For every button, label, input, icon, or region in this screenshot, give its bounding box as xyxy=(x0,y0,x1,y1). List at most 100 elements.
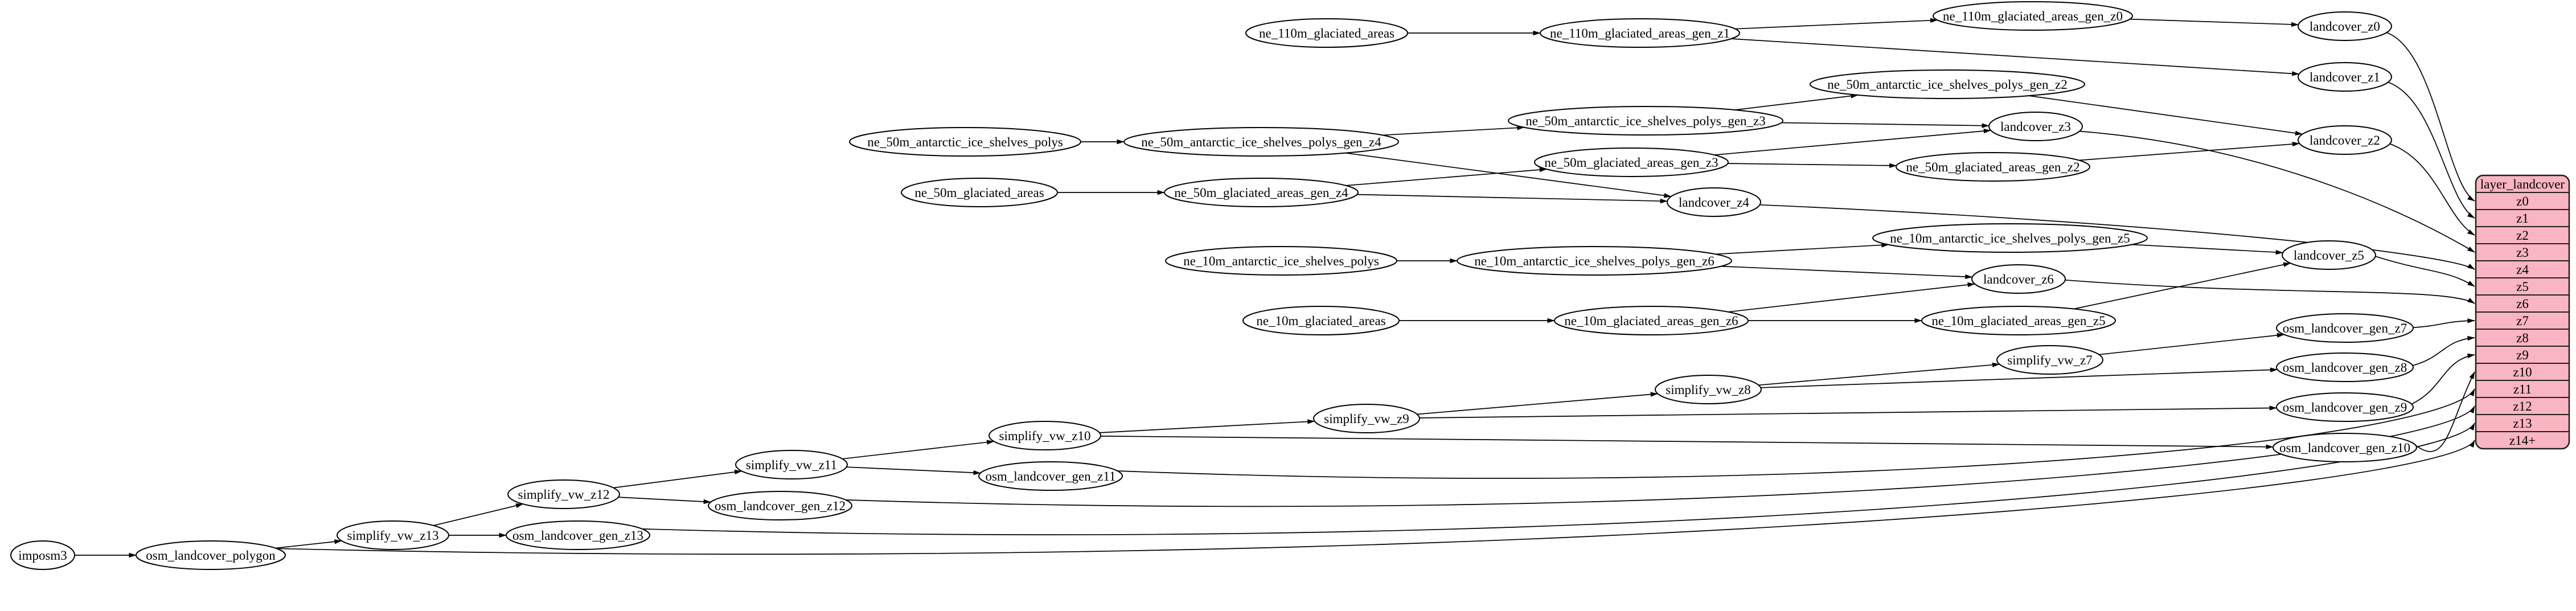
node-label: osm_landcover_polygon xyxy=(146,548,276,563)
node-ne_50m_glaciated_areas_gen_z2: ne_50m_glaciated_areas_gen_z2 xyxy=(1896,152,2090,182)
node-ellipse xyxy=(1164,178,1359,207)
node-osm_landcover_gen_z10: osm_landcover_gen_z10 xyxy=(2273,433,2417,462)
node-label: landcover_z0 xyxy=(2310,19,2380,34)
node-ellipse xyxy=(506,520,650,550)
edge-simplify_vw_z12-simplify_vw_z11 xyxy=(613,469,743,489)
table-row-z14+: z14+ xyxy=(2509,433,2536,448)
node-label: landcover_z4 xyxy=(1679,195,1749,210)
node-ne_10m_antarctic_ice_shelves_polys_gen_z6: ne_10m_antarctic_ice_shelves_polys_gen_z… xyxy=(1457,246,1732,276)
node-landcover_z6: landcover_z6 xyxy=(1971,264,2066,294)
table-row-z11: z11 xyxy=(2513,382,2532,396)
edge-landcover_z2-z2 xyxy=(2389,143,2475,236)
node-ellipse xyxy=(1996,345,2103,375)
edge-simplify_vw_z11-simplify_vw_z10 xyxy=(842,440,995,460)
edge-simplify_vw_z10-osm_landcover_gen_z10 xyxy=(1100,436,2274,449)
edge-simplify_vw_z10-simplify_vw_z9 xyxy=(1099,419,1315,433)
node-label: landcover_z2 xyxy=(2310,133,2380,147)
edge-simplify_vw_z8-simplify_vw_z7 xyxy=(1758,362,2000,386)
edge-ne_10m_antarctic_ice_shelves_polys_gen_z6-landcover_z6 xyxy=(1721,265,1973,280)
edge-simplify_vw_z8-osm_landcover_gen_z8 xyxy=(1761,367,2278,388)
node-label: ne_50m_antarctic_ice_shelves_polys_gen_z… xyxy=(1525,114,1766,128)
node-ne_10m_glaciated_areas_gen_z6: ne_10m_glaciated_areas_gen_z6 xyxy=(1554,306,1749,335)
node-simplify_vw_z12: simplify_vw_z12 xyxy=(507,479,620,509)
node-ellipse xyxy=(1921,306,2116,335)
edge-ne_10m_antarctic_ice_shelves_polys_gen_z5-landcover_z5 xyxy=(2132,244,2283,255)
node-ellipse xyxy=(2276,352,2414,382)
node-label: ne_10m_antarctic_ice_shelves_polys xyxy=(1183,254,1379,268)
node-ellipse xyxy=(2276,392,2414,422)
node-label: osm_landcover_gen_z13 xyxy=(512,528,643,543)
edge-simplify_vw_z11-osm_landcover_gen_z11 xyxy=(846,466,981,475)
node-ellipse xyxy=(1540,18,1740,48)
node-label: ne_10m_antarctic_ice_shelves_polys_gen_z… xyxy=(1474,254,1714,268)
node-ellipse xyxy=(1810,69,2085,99)
node-label: ne_110m_glaciated_areas_gen_z1 xyxy=(1550,26,1730,40)
node-ne_110m_glaciated_areas_gen_z1: ne_110m_glaciated_areas_gen_z1 xyxy=(1540,18,1740,48)
edge-ne_10m_antarctic_ice_shelves_polys_gen_z6-ne_10m_antarctic_ice_shelves_polys_gen_z5 xyxy=(1716,243,1889,255)
node-ne_50m_antarctic_ice_shelves_polys_gen_z4: ne_50m_antarctic_ice_shelves_polys_gen_z… xyxy=(1123,127,1399,157)
node-ne_50m_antarctic_ice_shelves_polys_gen_z2: ne_50m_antarctic_ice_shelves_polys_gen_z… xyxy=(1810,69,2085,99)
node-ellipse xyxy=(1245,18,1408,48)
node-ellipse xyxy=(978,461,1123,491)
node-osm_landcover_gen_z12: osm_landcover_gen_z12 xyxy=(708,491,852,520)
edge-osm_landcover_gen_z13-z13 xyxy=(642,423,2475,535)
node-landcover_z3: landcover_z3 xyxy=(1988,112,2083,141)
node-label: osm_landcover_gen_z8 xyxy=(2283,360,2407,375)
node-ellipse xyxy=(1896,152,2090,182)
node-ellipse xyxy=(708,491,852,520)
table-row-z10: z10 xyxy=(2513,365,2532,379)
node-simplify_vw_z9: simplify_vw_z9 xyxy=(1313,404,1420,433)
node-ellipse xyxy=(735,450,848,479)
node-label: osm_landcover_gen_z12 xyxy=(715,499,846,513)
edge-ne_110m_glaciated_areas_gen_z1-landcover_z1 xyxy=(1731,38,2300,76)
node-ellipse xyxy=(1554,306,1749,335)
edge-simplify_vw_z13-simplify_vw_z12 xyxy=(433,503,524,526)
node-label: ne_110m_glaciated_areas xyxy=(1259,26,1394,40)
node-osm_landcover_gen_z8: osm_landcover_gen_z8 xyxy=(2276,352,2414,382)
node-ellipse xyxy=(849,127,1081,157)
node-label: landcover_z6 xyxy=(1983,272,2054,286)
node-label: simplify_vw_z12 xyxy=(518,487,610,502)
edge-ne_50m_glaciated_areas_gen_z4-ne_50m_glaciated_areas_gen_z3 xyxy=(1346,167,1547,186)
node-label: ne_10m_antarctic_ice_shelves_polys_gen_z… xyxy=(1890,231,2130,245)
node-ellipse xyxy=(1971,264,2066,294)
node-label: ne_10m_glaciated_areas xyxy=(1256,314,1385,328)
edge-simplify_vw_z12-osm_landcover_gen_z12 xyxy=(618,497,711,505)
edge-ne_50m_glaciated_areas_gen_z3-ne_50m_glaciated_areas_gen_z2 xyxy=(1728,163,1897,168)
edge-ne_10m_glaciated_areas_gen_z5-landcover_z5 xyxy=(2074,262,2291,310)
node-ellipse xyxy=(507,479,620,509)
edge-landcover_z6-z6 xyxy=(2065,279,2475,304)
node-ellipse xyxy=(2298,125,2392,155)
node-ne_10m_glaciated_areas: ne_10m_glaciated_areas xyxy=(1242,306,1400,335)
edge-osm_landcover_gen_z10-z10 xyxy=(2412,371,2475,452)
edge-ne_50m_antarctic_ice_shelves_polys_gen_z2-landcover_z2 xyxy=(2029,95,2303,136)
node-ellipse xyxy=(2298,62,2392,92)
node-landcover_z2: landcover_z2 xyxy=(2298,125,2392,155)
table-row-z12: z12 xyxy=(2513,399,2532,413)
edge-landcover_z0-z0 xyxy=(2386,32,2475,202)
node-label: ne_10m_glaciated_areas_gen_z6 xyxy=(1564,314,1738,328)
edge-ne_50m_antarctic_ice_shelves_polys_gen_z3-landcover_z3 xyxy=(1781,122,1990,128)
node-ne_50m_antarctic_ice_shelves_polys: ne_50m_antarctic_ice_shelves_polys xyxy=(849,127,1081,157)
node-ellipse xyxy=(1872,223,2148,253)
node-osm_landcover_gen_z13: osm_landcover_gen_z13 xyxy=(506,520,650,550)
node-ne_50m_glaciated_areas: ne_50m_glaciated_areas xyxy=(901,178,1058,207)
table-row-z9: z9 xyxy=(2516,348,2529,362)
node-ne_50m_glaciated_areas_gen_z4: ne_50m_glaciated_areas_gen_z4 xyxy=(1164,178,1359,207)
node-osm_landcover_polygon: osm_landcover_polygon xyxy=(136,540,286,570)
node-label: osm_landcover_gen_z10 xyxy=(2279,441,2410,455)
edge-ne_50m_antarctic_ice_shelves_polys_gen_z4-ne_50m_antarctic_ice_shelves_polys_gen_z3 xyxy=(1383,125,1525,136)
node-ellipse xyxy=(1534,147,1729,177)
node-label: ne_50m_glaciated_areas_gen_z3 xyxy=(1544,155,1718,170)
edge-osm_landcover_polygon-z14+ xyxy=(276,440,2475,555)
node-ne_10m_glaciated_areas_gen_z5: ne_10m_glaciated_areas_gen_z5 xyxy=(1921,306,2116,335)
node-osm_landcover_gen_z9: osm_landcover_gen_z9 xyxy=(2276,392,2414,422)
node-label: simplify_vw_z10 xyxy=(999,429,1091,443)
table-layer: layer_landcoverz0z1z2z3z4z5z6z7z8z9z10z1… xyxy=(2475,174,2570,450)
table-row-z7: z7 xyxy=(2516,314,2529,328)
table-row-z3: z3 xyxy=(2516,245,2529,260)
edge-landcover_z5-z5 xyxy=(2375,256,2475,287)
table-row-z2: z2 xyxy=(2516,228,2529,243)
